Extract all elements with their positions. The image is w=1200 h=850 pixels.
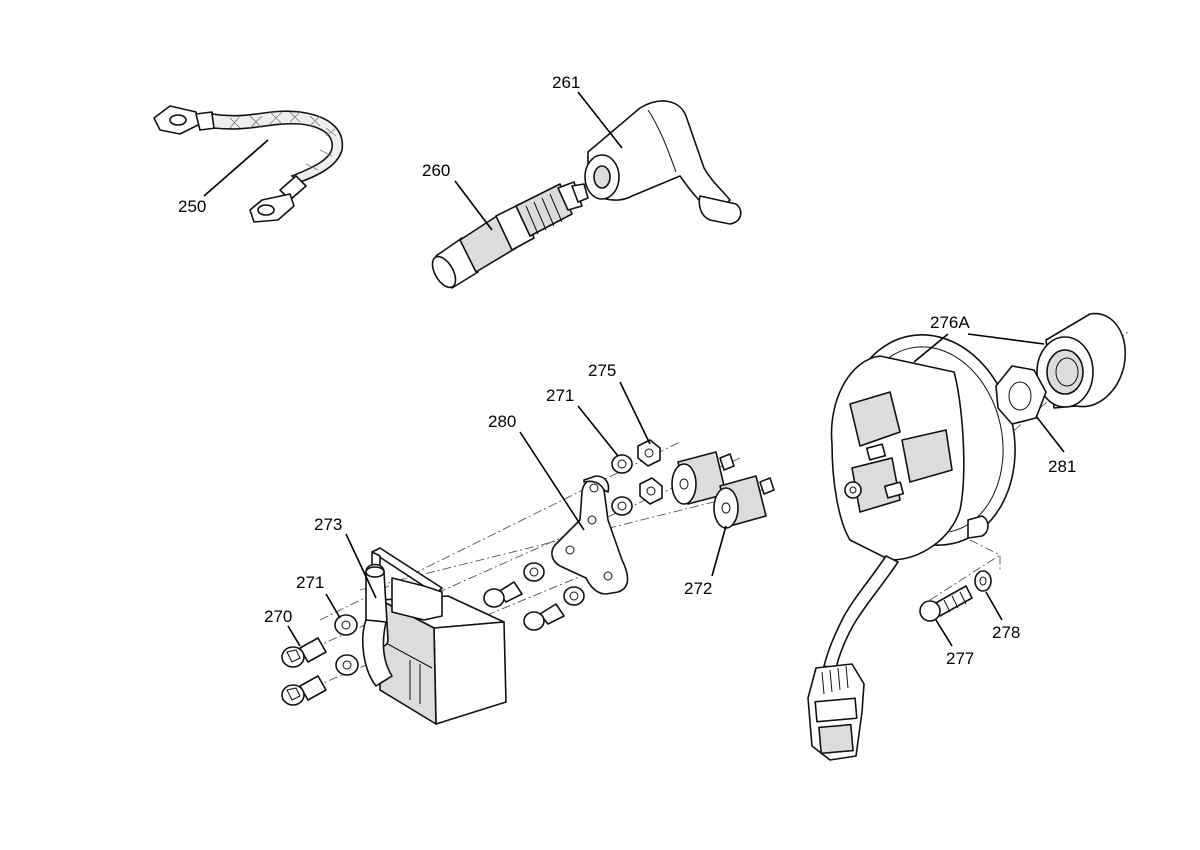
ground-cable-icon: [153, 105, 344, 223]
leader-281: [1035, 415, 1065, 453]
leader-260: [454, 180, 493, 231]
leader-271-left: [325, 593, 341, 619]
callout-250: 250: [178, 197, 206, 216]
callout-276a: 276A: [930, 313, 970, 332]
callout-271-left: 271: [296, 573, 324, 592]
spark-plug-cap-icon: [584, 100, 742, 225]
ignition-coil-icon: [362, 547, 507, 725]
connector-icon: [807, 663, 865, 761]
mounting-bracket-icon: [551, 475, 629, 595]
leader-280: [519, 431, 585, 531]
nut-icon: [637, 439, 663, 505]
leader-277: [935, 619, 953, 647]
washer-icon: [611, 454, 633, 516]
callout-275: 275: [588, 361, 616, 380]
callout-270: 270: [264, 607, 292, 626]
screw-icon: [483, 581, 565, 631]
rubber-mount-icon: [671, 451, 775, 529]
callout-278: 278: [992, 623, 1020, 642]
callout-261: 261: [552, 73, 580, 92]
callout-277: 277: [946, 649, 974, 668]
leader-276a-stator: [913, 333, 949, 363]
washer-icon: [974, 570, 992, 592]
leader-270: [287, 625, 301, 647]
callout-271-right: 271: [546, 386, 574, 405]
leader-278: [985, 591, 1003, 621]
callout-280: 280: [488, 412, 516, 431]
spark-plug-icon: [431, 181, 589, 289]
callout-281: 281: [1048, 457, 1076, 476]
leader-271-right: [577, 405, 619, 457]
callout-272: 272: [684, 579, 712, 598]
callout-260: 260: [422, 161, 450, 180]
screw-icon: [919, 585, 973, 622]
washer-icon: [334, 614, 359, 676]
leader-273: [345, 533, 377, 599]
rotor-icon: [1036, 312, 1126, 409]
callout-273: 273: [314, 515, 342, 534]
leader-272: [711, 525, 727, 577]
leader-275: [619, 381, 651, 445]
leader-276a-rotor: [967, 333, 1045, 345]
leader-250: [203, 139, 269, 197]
washer-icon: [523, 562, 585, 606]
screw-icon: [281, 637, 327, 706]
leader-261: [577, 91, 623, 149]
nut-icon: [995, 365, 1047, 425]
